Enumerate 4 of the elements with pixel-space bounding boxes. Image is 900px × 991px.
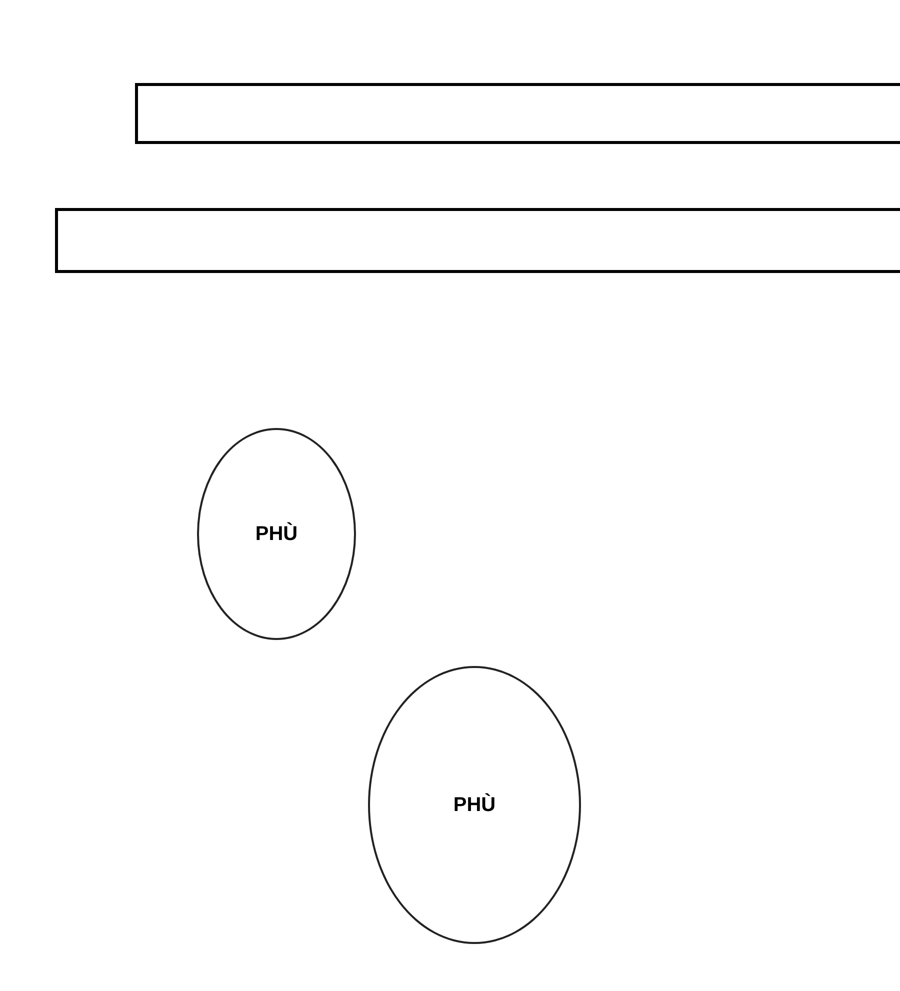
rectangle-panel [55,208,900,273]
bubble-text: PHÙ [453,792,496,818]
bubble-text: PHÙ [255,521,298,547]
rectangle-panel [135,83,900,144]
